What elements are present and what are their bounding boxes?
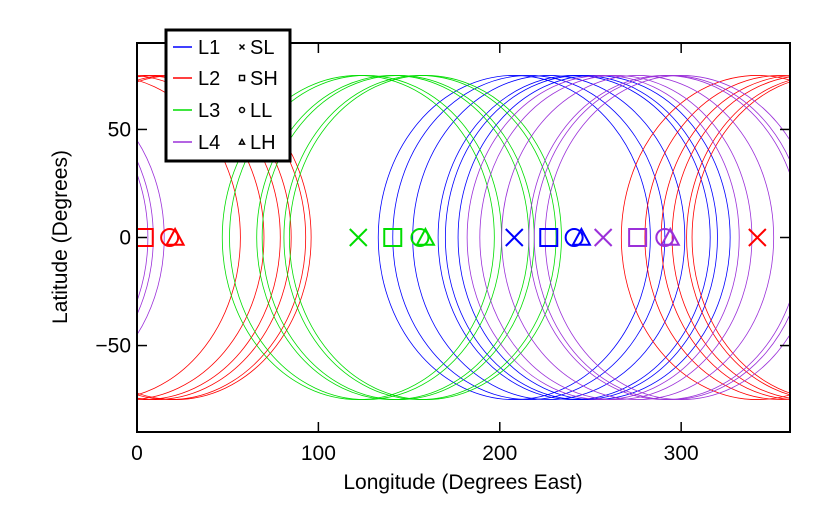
y-axis-title: Latitude (Degrees) [49, 150, 72, 324]
data-point-circle [655, 228, 675, 247]
coverage-circle [533, 75, 790, 400]
coverage-circle [137, 139, 165, 336]
coverage-circle [660, 75, 790, 400]
data-point-triangle [571, 226, 592, 246]
legend-marker-label: LH [250, 132, 276, 154]
coverage-circle [137, 75, 281, 400]
data-point-x [505, 228, 524, 247]
coverage-circle [466, 75, 740, 400]
coverage-circle [0, 75, 12, 399]
data-point-x [349, 228, 368, 247]
coverage-circle [261, 75, 535, 400]
data-point-square [539, 228, 559, 247]
legend-marker-square [238, 74, 246, 82]
ticks-layer: 0 100 200 300 −50 0 50 [95, 43, 790, 465]
coverage-circle [444, 75, 718, 400]
coverage-circle [686, 79, 790, 396]
data-point-square [628, 228, 648, 247]
coverage-circle [620, 75, 790, 400]
data-point-x [593, 228, 613, 247]
legend-marker-label: SL [250, 37, 274, 59]
coverage-circle [644, 75, 790, 400]
coverage-circle [0, 75, 86, 399]
legend-box [164, 28, 292, 163]
data-point-square [383, 228, 403, 247]
legend-marker-x [238, 43, 246, 51]
data-point-triangle [415, 226, 436, 246]
data-point-triangle [660, 226, 681, 246]
coverage-circle [288, 75, 562, 400]
legend-marker-label: SH [250, 68, 278, 90]
x-tick-label: 200 [482, 442, 517, 465]
coverage-circle [501, 75, 775, 400]
y-tick-label: 50 [108, 118, 131, 141]
coverage-circle [137, 75, 265, 400]
data-point-triangle [164, 226, 186, 246]
y-tick-label: 0 [119, 227, 131, 250]
coverage-circle [457, 75, 731, 400]
x-tick-label: 100 [301, 442, 336, 465]
data-point-circle [160, 228, 180, 247]
x-tick-label: 0 [131, 442, 143, 465]
x-tick-label: 300 [664, 442, 699, 465]
coverage-circle [137, 75, 292, 400]
coverage-circle [412, 75, 686, 400]
markers-layer [137, 226, 767, 247]
coverage-circle [671, 76, 790, 399]
legend-line-label: L1 [198, 37, 220, 59]
legend-marker-circle [238, 106, 246, 114]
data-point-square [137, 228, 154, 247]
legend-line-label: L3 [198, 100, 220, 122]
coverage-circle [0, 75, 32, 399]
data-point-x [748, 228, 767, 247]
y-tick-label: −50 [95, 335, 131, 358]
legend-line-label: L2 [198, 68, 220, 90]
coverage-circle [377, 75, 651, 400]
coverage-circle [691, 81, 790, 394]
coverage-circle [544, 75, 790, 400]
data-point-circle [410, 228, 430, 247]
data-point-circle [564, 228, 584, 247]
legend-line-label: L4 [198, 132, 220, 154]
legend-marker-label: LL [250, 100, 272, 122]
x-axis-title: Longitude (Degrees East) [343, 471, 582, 494]
coverage-circle [137, 172, 149, 303]
coverage-circle [437, 75, 711, 400]
legend-marker-triangle [238, 137, 246, 145]
coverage-circle [137, 79, 241, 396]
coverage-circle [479, 75, 753, 400]
